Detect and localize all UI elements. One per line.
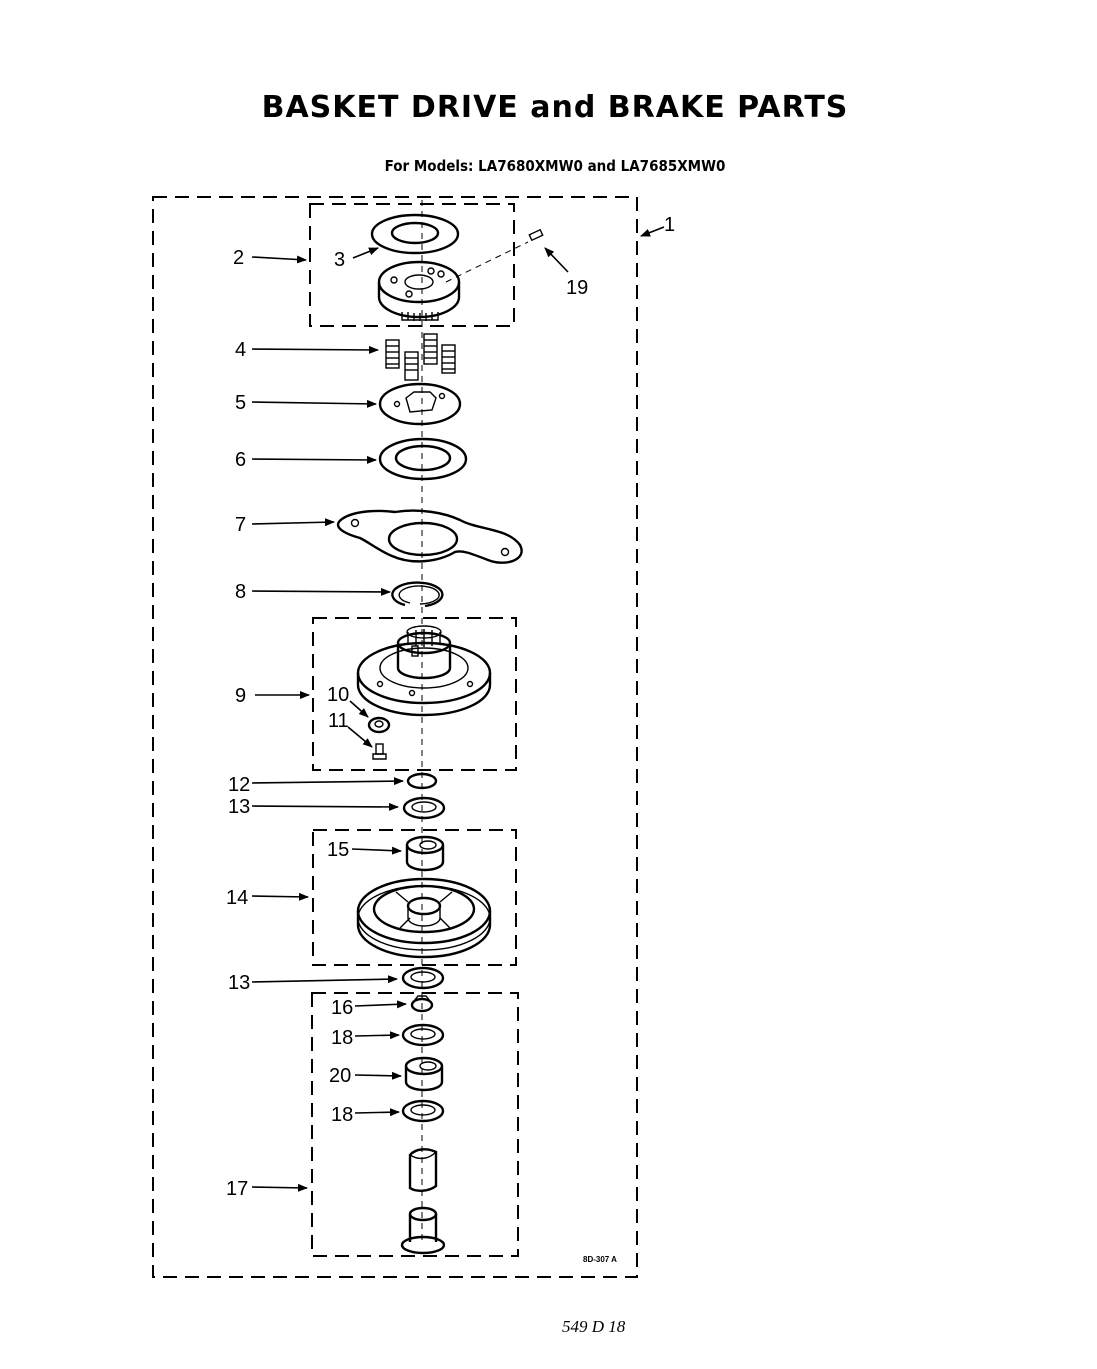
part-3-washer [370, 213, 460, 255]
part-13-washer-upper [402, 796, 446, 820]
callout-13-lower: 13 [228, 972, 250, 994]
callout-20: 20 [329, 1065, 351, 1087]
callout-6: 6 [235, 449, 246, 471]
model-subtitle: For Models: LA7680XMW0 and LA7685XMW0 [384, 157, 726, 175]
part-20-bushing [404, 1056, 444, 1092]
callout-9: 9 [235, 685, 246, 707]
callout-18-lower: 18 [331, 1104, 353, 1126]
assembly-outline [152, 196, 638, 1278]
part-8-ring [391, 581, 444, 608]
callout-11: 11 [328, 710, 349, 732]
part-17-shaft [400, 1148, 446, 1255]
group-box-9 [312, 617, 517, 771]
callout-5: 5 [235, 392, 246, 414]
callout-14: 14 [226, 887, 248, 909]
part-18-washer-upper [401, 1023, 445, 1047]
part-11-bolt [372, 743, 387, 760]
part-4-springs [385, 333, 456, 381]
drawing-code: 8D-307 A [583, 1255, 617, 1264]
callout-13-upper: 13 [228, 796, 250, 818]
part-15-bearing [405, 835, 445, 872]
callout-18-upper: 18 [331, 1027, 353, 1049]
group-box-14 [312, 829, 517, 966]
page-title: BASKET DRIVE and BRAKE PARTS [261, 90, 849, 125]
callout-12: 12 [228, 774, 250, 796]
group-box-17 [311, 992, 519, 1257]
part-5-plate [378, 382, 462, 426]
callout-16: 16 [331, 997, 353, 1019]
callout-19: 19 [566, 277, 588, 299]
part-12-ring [406, 772, 438, 790]
part-18-washer-lower [401, 1099, 445, 1123]
callout-1: 1 [664, 214, 675, 236]
part-13-washer-lower [401, 966, 445, 990]
callout-10: 10 [327, 684, 349, 706]
part-9-housing [356, 625, 492, 717]
part-6-washer [378, 437, 468, 481]
callout-7: 7 [235, 514, 246, 536]
callout-3: 3 [334, 249, 345, 271]
part-7-bracket [336, 509, 523, 564]
callout-15: 15 [327, 839, 349, 861]
group-box-2 [309, 203, 515, 327]
part-14-pulley [356, 877, 492, 959]
callout-2: 2 [233, 247, 244, 269]
part-10-nut [367, 716, 391, 734]
callout-leaders [251, 226, 665, 1192]
callout-8: 8 [235, 581, 246, 603]
callout-17: 17 [226, 1178, 248, 1200]
part-2-drive-hub [377, 260, 461, 321]
callout-4: 4 [235, 339, 246, 361]
handwritten-note: 549 D 18 [562, 1317, 626, 1336]
part-16-cap [410, 995, 434, 1013]
part-19-pin [445, 228, 544, 283]
